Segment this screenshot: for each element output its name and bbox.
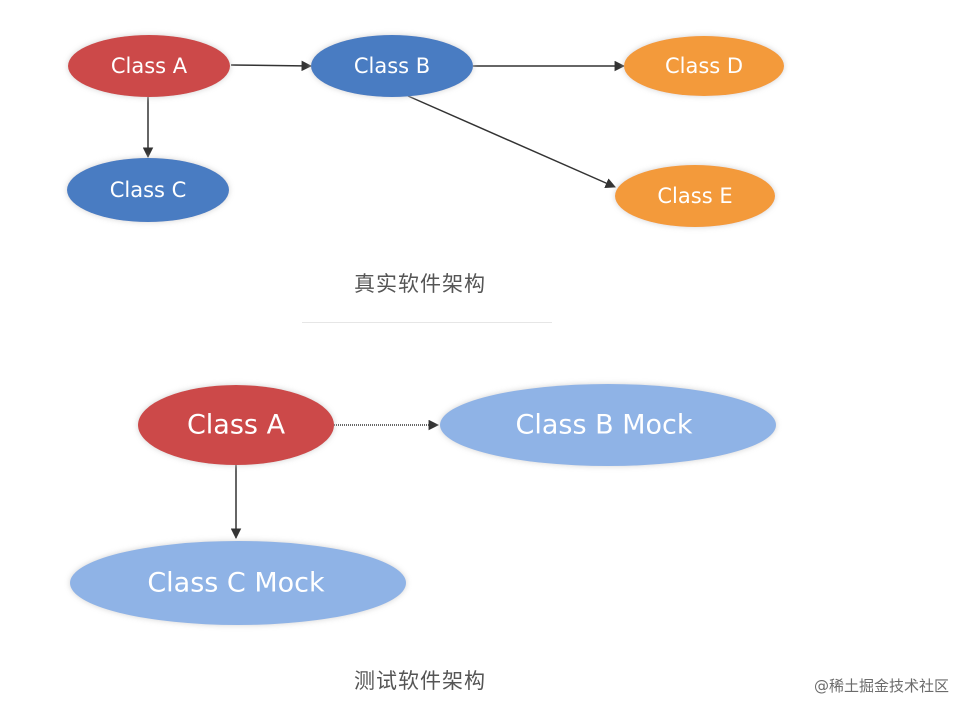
node-label: Class A <box>111 54 188 78</box>
node-label: Class C Mock <box>147 568 325 599</box>
node-test-class-a: Class A <box>138 385 334 465</box>
watermark: @稀土掘金技术社区 <box>813 677 949 695</box>
node-class-b-mock: Class B Mock <box>440 384 776 466</box>
node-label: Class D <box>665 54 743 78</box>
node-label: Class C <box>110 178 187 202</box>
node-class-c: Class C <box>67 158 229 222</box>
node-label: Class B Mock <box>515 410 692 441</box>
real-architecture-caption: 真实软件架构 <box>354 272 486 296</box>
node-class-c-mock: Class C Mock <box>70 541 406 625</box>
node-label: Class B <box>354 54 430 78</box>
test-architecture: Class A Class B Mock Class C Mock <box>70 384 776 625</box>
real-architecture: Class A Class B Class C Class D Class E <box>67 35 784 227</box>
node-class-a: Class A <box>68 35 230 97</box>
node-class-e: Class E <box>615 165 775 227</box>
section-divider <box>302 322 552 323</box>
node-class-d: Class D <box>624 36 784 96</box>
node-label: Class A <box>187 410 286 441</box>
edge-b-to-e <box>407 95 616 189</box>
edge-a-to-b <box>230 60 313 72</box>
test-architecture-caption: 测试软件架构 <box>354 669 486 693</box>
node-class-b: Class B <box>311 35 473 97</box>
node-label: Class E <box>657 184 732 208</box>
